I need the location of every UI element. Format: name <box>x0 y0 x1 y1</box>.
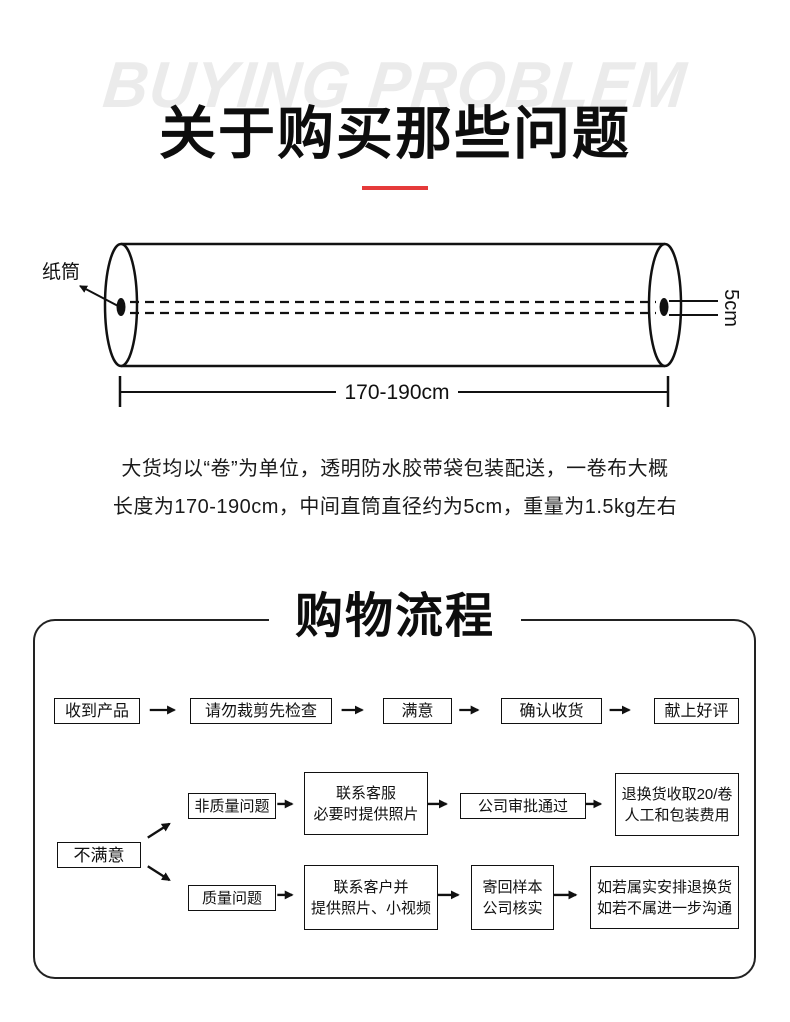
flow-step-contact-customer: 联系客户并 提供照片、小视频 <box>304 865 438 930</box>
page-title: 关于购买那些问题 <box>159 102 631 166</box>
flow-step-label: 如若不属进一步沟通 <box>596 899 732 917</box>
flow-step-satisfied: 满意 <box>383 698 452 724</box>
flow-title: 购物流程 <box>268 586 522 648</box>
description-line-1: 大货均以“卷”为单位，透明防水胶带袋包装配送，一卷布大概 <box>121 458 669 480</box>
diameter-label: 5cm <box>720 289 742 327</box>
flow-step-verification-result: 如若属实安排退换货 如若不属进一步沟通 <box>590 866 739 929</box>
flow-step-dissatisfied: 不满意 <box>57 842 141 868</box>
flow-step-label: 满意 <box>401 702 434 720</box>
flow-step-label: 必要时提供照片 <box>313 805 419 823</box>
flow-step-label: 联系客户并 <box>333 878 409 896</box>
tube-core-right <box>659 298 669 316</box>
tube-label: 纸筒 <box>42 261 80 283</box>
flow-step-label: 献上好评 <box>664 702 729 720</box>
flow-step-confirm-receipt: 确认收货 <box>501 698 602 724</box>
flow-step-leave-review: 献上好评 <box>654 698 739 724</box>
flow-arrows <box>147 705 631 900</box>
flow-step-label: 寄回样本 <box>482 878 543 896</box>
tube-pointer-arrow-icon <box>79 285 121 308</box>
flow-step-send-back-sample: 寄回样本 公司核实 <box>471 865 554 930</box>
flow-step-label: 不满意 <box>73 845 125 865</box>
tube-core-left <box>116 298 126 316</box>
flow-step-label: 请勿裁剪先检查 <box>204 702 317 720</box>
flow-step-label: 联系客服 <box>335 784 396 802</box>
flow-step-label: 提供照片、小视频 <box>310 899 431 917</box>
packaging-description: 大货均以“卷”为单位，透明防水胶带袋包装配送，一卷布大概 长度为170-190c… <box>0 450 790 526</box>
flow-step-contact-service: 联系客服 必要时提供照片 <box>304 772 428 835</box>
flow-step-quality-issue: 质量问题 <box>188 885 276 911</box>
flow-step-label: 人工和包装费用 <box>624 806 730 824</box>
flowchart-panel: 收到产品 请勿裁剪先检查 满意 确认收货 献上好评 不满意 非质量问题 联系客服… <box>33 619 756 979</box>
flow-step-label: 非质量问题 <box>194 797 270 815</box>
description-line-2: 长度为170-190cm，中间直筒直径约为5cm，重量为1.5kg左右 <box>112 496 678 518</box>
flow-step-label: 质量问题 <box>201 889 262 907</box>
arrow-up-right-icon <box>147 822 171 839</box>
flow-step-company-approval: 公司审批通过 <box>460 793 586 819</box>
flow-step-inspect-first: 请勿裁剪先检查 <box>190 698 332 724</box>
flow-step-label: 公司核实 <box>482 899 543 917</box>
arrow-down-right-icon <box>147 865 171 882</box>
flow-step-label: 公司审批通过 <box>477 797 568 815</box>
flow-step-label: 收到产品 <box>64 702 129 720</box>
flow-step-label: 如若属实安排退换货 <box>596 878 732 896</box>
flow-step-receive-product: 收到产品 <box>54 698 140 724</box>
flow-step-non-quality-issue: 非质量问题 <box>188 793 276 819</box>
flow-step-label: 确认收货 <box>519 702 584 720</box>
flow-step-return-fee: 退换货收取20/卷 人工和包装费用 <box>615 773 739 836</box>
flow-step-label: 退换货收取20/卷 <box>621 785 733 803</box>
title-divider <box>362 186 428 190</box>
fabric-roll-diagram: 纸筒 5cm 170-190cm <box>42 242 742 407</box>
length-label: 170-190cm <box>344 381 449 404</box>
